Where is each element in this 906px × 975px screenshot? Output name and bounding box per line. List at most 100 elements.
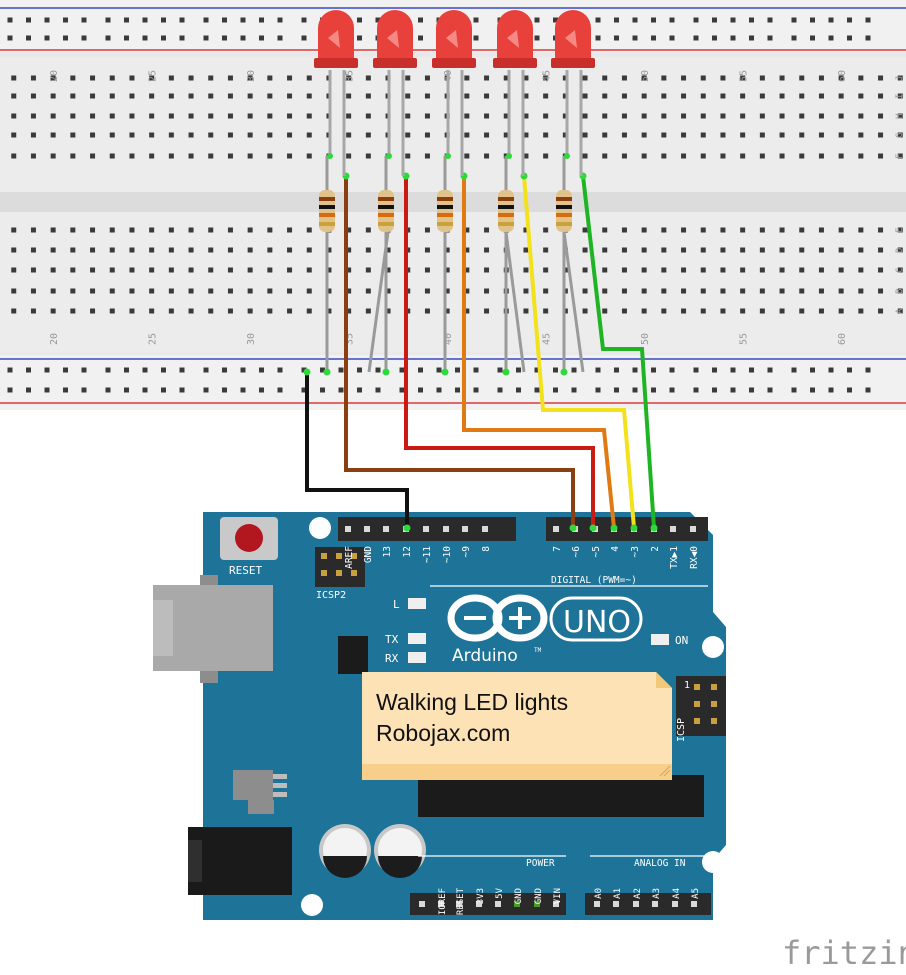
header-pin[interactable] — [633, 901, 639, 907]
arduino-logo: UNO Arduino TM — [447, 594, 643, 666]
rail-hole — [516, 387, 521, 393]
red-led[interactable] — [314, 10, 358, 176]
breadboard-hole — [523, 93, 529, 99]
breadboard-hole — [129, 132, 135, 138]
rail-hole — [399, 367, 405, 373]
header-pin[interactable] — [534, 901, 540, 907]
digital-pin-label: ~11 — [422, 546, 433, 563]
red-led[interactable] — [432, 10, 476, 176]
header-pin[interactable] — [652, 901, 658, 907]
header-pin[interactable] — [553, 526, 559, 532]
breadboard-hole — [287, 75, 293, 81]
resistor[interactable] — [319, 156, 335, 376]
wire-pin2-green[interactable] — [581, 175, 656, 529]
breadboard-hole — [50, 113, 56, 119]
rail-hole — [240, 367, 246, 373]
breadboard-hole — [365, 113, 371, 119]
breadboard-hole — [759, 75, 765, 81]
header-pin[interactable] — [672, 901, 678, 907]
header-pin[interactable] — [438, 901, 444, 907]
breadboard-hole — [661, 132, 667, 138]
rail-hole — [142, 387, 148, 393]
breadboard-hole — [444, 267, 450, 273]
breadboard-hole — [858, 75, 864, 81]
header-pin[interactable] — [495, 901, 501, 907]
header-pin[interactable] — [462, 526, 468, 532]
resistor[interactable] — [498, 156, 514, 376]
red-led[interactable] — [493, 10, 537, 176]
rail-hole — [44, 367, 50, 373]
rail-hole — [553, 17, 558, 23]
wire-pin3-yellow[interactable] — [522, 175, 636, 529]
wire-gnd-black[interactable] — [305, 372, 409, 528]
sticky-note[interactable]: Walking LED lights Robojax.com — [362, 672, 672, 780]
breadboard-hole — [799, 267, 805, 273]
header-pin[interactable] — [364, 526, 370, 532]
breadboard-hole — [30, 288, 36, 294]
breadboard-hole — [818, 132, 824, 138]
header-pin[interactable] — [691, 901, 697, 907]
breadboard-hole — [582, 93, 588, 99]
rail-hole — [828, 367, 834, 373]
rail-hole — [712, 367, 717, 373]
breadboard-hole — [464, 308, 470, 314]
rail-hole — [865, 367, 871, 373]
rail-hole — [595, 35, 601, 41]
header-pin[interactable] — [613, 901, 619, 907]
header-pin[interactable] — [553, 901, 559, 907]
wire-pin5-red[interactable] — [404, 176, 595, 528]
wire-gray[interactable] — [504, 231, 526, 373]
breadboard-hole — [385, 267, 391, 273]
breadboard-hole — [90, 227, 96, 233]
rail-hole — [81, 17, 87, 23]
breadboard-hole — [267, 93, 273, 99]
header-pin[interactable] — [482, 526, 488, 532]
header-pin[interactable] — [476, 901, 482, 907]
header-pin[interactable] — [456, 901, 462, 907]
rail-hole — [161, 387, 166, 393]
resistor[interactable] — [437, 156, 453, 376]
breadboard-hole — [621, 267, 627, 273]
breadboard-hole — [641, 288, 647, 294]
wire-gray[interactable] — [562, 231, 585, 373]
breadboard-hole — [543, 75, 549, 81]
rail-hole — [7, 35, 13, 41]
breadboard-hole — [700, 132, 706, 138]
breadboard-hole — [740, 93, 746, 99]
rail-hole — [669, 35, 675, 41]
breadboard-hole — [227, 153, 233, 159]
wire-pin6-brown[interactable] — [344, 176, 575, 528]
breadboard-hole — [582, 227, 588, 233]
rail-hole — [791, 367, 797, 373]
breadboard-hole — [109, 227, 115, 233]
breadboard-hole — [799, 93, 805, 99]
red-led[interactable] — [373, 10, 417, 176]
red-led[interactable] — [551, 10, 595, 176]
led-rx — [408, 652, 426, 663]
breadboard-hole — [247, 247, 253, 253]
breadboard-hole — [523, 247, 529, 253]
header-pin[interactable] — [690, 526, 696, 532]
header-pin[interactable] — [670, 526, 676, 532]
header-pin[interactable] — [514, 901, 520, 907]
breadboard-hole — [858, 153, 864, 159]
reset-button-cap[interactable] — [235, 524, 263, 552]
header-pin[interactable] — [594, 901, 600, 907]
resistor[interactable] — [378, 156, 394, 376]
breadboard-hole — [385, 308, 391, 314]
rail-hole — [161, 35, 166, 41]
breadboard-hole — [188, 267, 194, 273]
wire-pin4-orange[interactable] — [462, 176, 616, 529]
breadboard-hole — [799, 113, 805, 119]
resistor[interactable] — [556, 156, 572, 376]
header-pin[interactable] — [383, 526, 389, 532]
breadboard-hole — [109, 153, 115, 159]
wire-gray[interactable] — [367, 231, 390, 373]
header-pin[interactable] — [443, 526, 449, 532]
breadboard-hole — [30, 227, 36, 233]
header-pin[interactable] — [345, 526, 351, 532]
digital-pin-label: 2 — [650, 546, 661, 552]
rail-hole — [259, 387, 264, 393]
header-pin[interactable] — [419, 901, 425, 907]
header-pin[interactable] — [423, 526, 429, 532]
